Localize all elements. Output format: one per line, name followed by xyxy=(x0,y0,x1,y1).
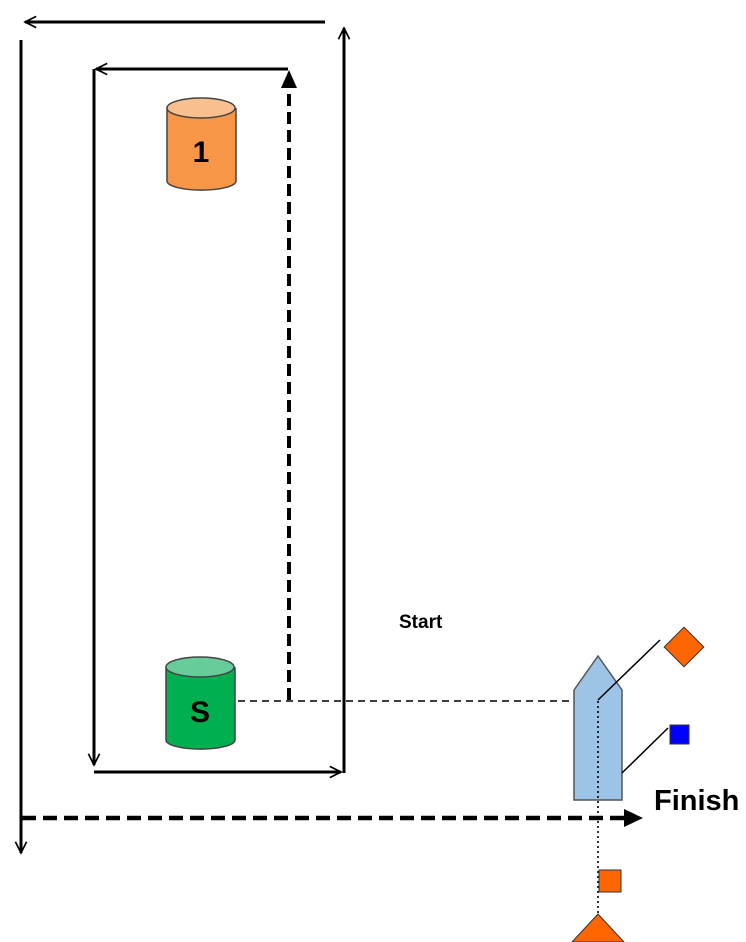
finish-label: Finish xyxy=(654,785,740,817)
orange-flag xyxy=(663,626,705,668)
mark-s-body xyxy=(165,667,236,750)
inner-course-loop xyxy=(94,69,341,772)
orange-flag-lower xyxy=(598,869,622,893)
committee-boat xyxy=(573,626,705,801)
finish-line-arrowhead xyxy=(624,809,643,827)
outer-course-loop xyxy=(21,22,344,853)
blue-flag xyxy=(669,724,690,745)
mark-s-top xyxy=(165,656,235,678)
lower-flag-line xyxy=(621,727,669,774)
start-label: Start xyxy=(399,612,443,633)
mark-1-buoy: 1 xyxy=(166,97,237,191)
mark-1-top xyxy=(166,97,236,119)
pin-buoy xyxy=(571,913,625,942)
dashed-upwind-arrowhead xyxy=(281,70,297,88)
mark-1-label: 1 xyxy=(193,136,210,169)
mark-s-buoy: S xyxy=(165,656,236,750)
upper-flag-line xyxy=(597,639,661,701)
mark-1-body xyxy=(166,108,237,191)
mark-s-label: S xyxy=(190,696,210,729)
